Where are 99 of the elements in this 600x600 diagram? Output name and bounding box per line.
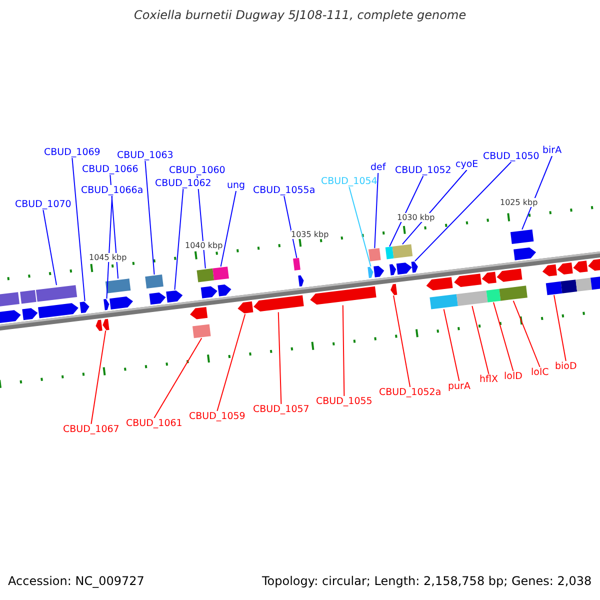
gene-block bbox=[238, 301, 254, 314]
gene-label: CBUD_1052 bbox=[395, 165, 452, 176]
gene-label: CBUD_1055 bbox=[316, 396, 372, 407]
leader-line bbox=[374, 172, 379, 249]
gene-label: CBUD_1057 bbox=[253, 404, 310, 415]
gene-block bbox=[426, 277, 453, 290]
gene-block bbox=[102, 318, 110, 330]
leader-line bbox=[348, 186, 372, 268]
gene-block bbox=[293, 258, 300, 271]
scale-label: 1045 kbp bbox=[89, 253, 127, 262]
gene-block bbox=[390, 284, 398, 296]
gene-block bbox=[96, 320, 102, 332]
leader-line bbox=[154, 338, 202, 418]
scale-label: 1030 kbp bbox=[397, 213, 435, 222]
gene-block bbox=[588, 258, 600, 271]
gene-label: CBUD_1063 bbox=[117, 150, 174, 161]
leader-line bbox=[72, 158, 86, 302]
leader-line bbox=[144, 160, 155, 276]
leader-line bbox=[220, 190, 237, 268]
leader-line bbox=[278, 312, 282, 404]
gene-block bbox=[514, 247, 536, 260]
leader-line bbox=[393, 295, 411, 388]
leader-line bbox=[492, 302, 514, 372]
gene-block bbox=[0, 292, 20, 308]
gene-block bbox=[573, 260, 588, 273]
footer-text: Accession: NC_009727 bbox=[8, 576, 144, 587]
gene-block bbox=[212, 266, 229, 280]
leader-line bbox=[106, 196, 113, 300]
gene-block bbox=[385, 246, 394, 260]
gene-label: CBUD_1054 bbox=[321, 176, 378, 187]
gene-label: CBUD_1059 bbox=[189, 411, 246, 422]
gene-label: lolC bbox=[531, 367, 549, 378]
leader-line bbox=[402, 170, 468, 245]
gene-block bbox=[149, 292, 166, 305]
gene-block bbox=[166, 290, 183, 303]
gene-label: ung bbox=[227, 180, 246, 191]
gene-block bbox=[20, 290, 36, 304]
leader-line bbox=[512, 300, 540, 368]
gene-label: CBUD_1067 bbox=[63, 424, 120, 435]
gene-block bbox=[298, 275, 304, 287]
gene-block bbox=[368, 248, 381, 262]
gene-block bbox=[374, 266, 384, 278]
gene-label: CBUD_1069 bbox=[44, 147, 100, 158]
gene-block bbox=[22, 308, 38, 320]
leader-line bbox=[443, 308, 460, 382]
gene-block bbox=[200, 286, 218, 298]
leader-line bbox=[90, 330, 106, 424]
gene-block bbox=[510, 229, 534, 244]
gene-label: CBUD_1050 bbox=[483, 151, 540, 162]
gene-block bbox=[590, 275, 600, 290]
gene-label: purA bbox=[448, 381, 470, 392]
gene-block bbox=[486, 288, 501, 302]
gene-block bbox=[196, 268, 214, 282]
title: Coxiella burnetii Dugway 5J108-111, complete genome bbox=[134, 10, 466, 21]
gene-block bbox=[482, 272, 496, 284]
gene-block bbox=[218, 284, 232, 296]
gene-label: lolD bbox=[504, 371, 522, 382]
gene-label: hflX bbox=[480, 374, 498, 385]
gene-block bbox=[0, 310, 21, 324]
gene-label: bioD bbox=[555, 361, 577, 372]
gene-block bbox=[496, 268, 522, 282]
gene-block bbox=[392, 244, 413, 258]
gene-block bbox=[192, 324, 211, 338]
gene-label: CBUD_1066a bbox=[81, 185, 144, 196]
gene-block bbox=[499, 286, 528, 301]
scale-label: 1040 kbp bbox=[185, 241, 223, 250]
gene-block bbox=[542, 264, 557, 276]
leader-line bbox=[342, 304, 345, 396]
gene-block bbox=[576, 278, 592, 292]
leader-line bbox=[389, 176, 424, 248]
leader-line bbox=[554, 294, 566, 362]
leader-line bbox=[42, 210, 57, 286]
gene-label: CBUD_1055a bbox=[253, 185, 316, 196]
gene-block bbox=[456, 290, 488, 306]
scale-label: 1025 kbp bbox=[500, 198, 538, 207]
gene-block bbox=[557, 262, 573, 274]
gene-label: CBUD_1061 bbox=[126, 418, 182, 429]
gene-label: CBUD_1066 bbox=[82, 164, 138, 175]
gene-label: CBUD_1070 bbox=[15, 199, 72, 210]
footer-text: Topology: circular; Length: 2,158,758 bp; Genes: 2,038 bbox=[262, 576, 592, 587]
gene-block bbox=[368, 266, 374, 278]
gene-label: birA bbox=[542, 145, 562, 156]
leader-line bbox=[472, 306, 490, 374]
scale-label: 1035 kbp bbox=[291, 230, 329, 239]
gene-block bbox=[190, 306, 208, 320]
leader-line bbox=[284, 196, 298, 258]
leader-line bbox=[522, 156, 553, 230]
gene-block bbox=[310, 286, 376, 305]
gene-block bbox=[560, 280, 578, 294]
gene-label: CBUD_1052a bbox=[379, 387, 442, 398]
gene-label: def bbox=[370, 162, 386, 173]
gene-block bbox=[546, 281, 562, 296]
gene-label: CBUD_1060 bbox=[169, 165, 226, 176]
gene-label: CBUD_1062 bbox=[155, 178, 212, 189]
gene-block bbox=[145, 274, 164, 289]
gene-label: cyoE bbox=[456, 159, 478, 170]
leader-line bbox=[414, 162, 512, 262]
gene-block bbox=[430, 294, 458, 310]
gene-block bbox=[105, 278, 131, 294]
